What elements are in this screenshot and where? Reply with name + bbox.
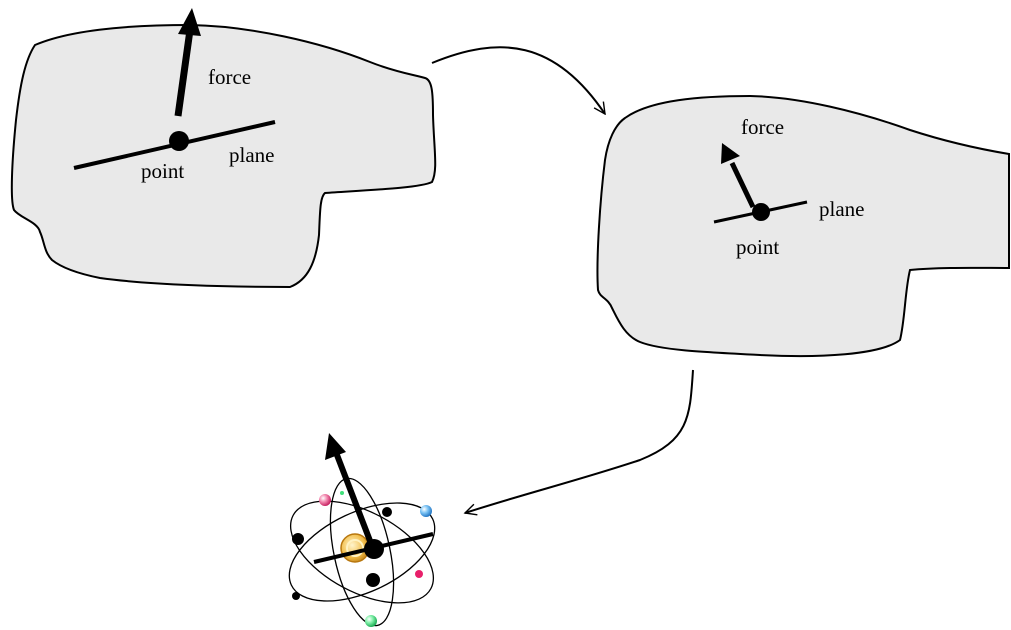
large-region-shape <box>10 23 437 289</box>
small-force-label: force <box>741 115 784 139</box>
small-region: force plane point <box>596 94 1010 358</box>
transition-arrow-2 <box>465 369 694 513</box>
atom-electron-pink <box>319 494 331 506</box>
atom-electron-magenta <box>415 570 423 578</box>
atom-electron-blue <box>420 505 432 517</box>
atom-force-arrow-head <box>325 433 346 460</box>
atom-electron-black-2 <box>382 507 392 517</box>
large-force-arrow-head <box>178 8 201 36</box>
atom-nucleus-inner <box>346 539 364 557</box>
small-region-shape <box>596 94 1010 358</box>
large-point-label: point <box>141 159 184 183</box>
atom-electron-black-1 <box>292 533 304 545</box>
atom-electron-green <box>365 615 377 627</box>
atom-electron-tiny-green <box>340 491 344 495</box>
atom-force-arrow-shaft <box>334 453 375 548</box>
small-force-arrow-shaft <box>729 161 756 209</box>
small-point-dot <box>752 203 770 221</box>
large-force-label: force <box>208 65 251 89</box>
atom-electron-black-3 <box>366 573 380 587</box>
atom-orbit-1 <box>288 502 436 602</box>
small-force-arrow-head <box>721 143 740 164</box>
large-point-dot <box>169 131 189 151</box>
small-point-label: point <box>736 235 779 259</box>
atom <box>288 433 436 627</box>
large-plane-label: plane <box>229 143 274 167</box>
atom-electron-black-4 <box>292 592 300 600</box>
atom-point-dot <box>364 539 384 559</box>
large-force-arrow-shaft <box>174 29 194 117</box>
transition-arrow-1 <box>431 46 605 114</box>
large-region: force plane point <box>10 8 437 289</box>
small-plane-label: plane <box>819 197 864 221</box>
